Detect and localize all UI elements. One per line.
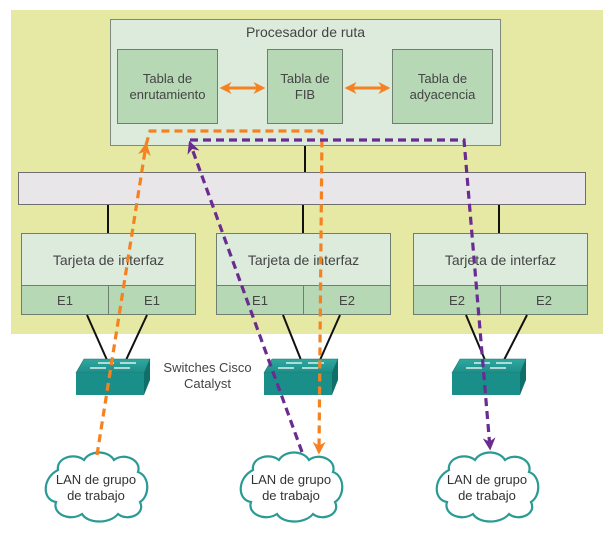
switch-1	[75, 358, 151, 395]
fib-table: Tabla de FIB	[267, 49, 343, 124]
purple-flow-up	[187, 140, 304, 453]
port-switch-link	[503, 314, 528, 361]
backplane-bus	[18, 172, 586, 205]
switch-side	[332, 359, 338, 395]
lan-cloud-1	[44, 451, 149, 523]
lan-cloud-3	[435, 451, 540, 523]
port: E1	[217, 286, 303, 314]
port: E2	[303, 286, 390, 314]
lan-cloud-2	[239, 451, 344, 523]
port: E1	[22, 286, 108, 314]
switch-3	[451, 358, 527, 395]
port: E2	[500, 286, 587, 314]
switch-front	[452, 373, 520, 395]
interface-card-1: Tarjeta de interfaz E1 E1	[21, 233, 196, 315]
switch-front	[76, 373, 144, 395]
switches-label: Switches Cisco Catalyst	[163, 360, 252, 391]
switch-side	[144, 359, 150, 395]
lan-cloud-label-2: LAN de grupo de trabajo	[250, 472, 332, 503]
routing-table: Tabla de enrutamiento	[117, 49, 218, 124]
switch-top	[263, 358, 339, 374]
lan-cloud-label-1: LAN de grupo de trabajo	[55, 472, 137, 503]
port-switch-link	[319, 314, 341, 361]
interface-card-3: Tarjeta de interfaz E2 E2	[413, 233, 588, 315]
port: E2	[414, 286, 500, 314]
interface-card-label: Tarjeta de interfaz	[52, 252, 165, 268]
connector-lines	[86, 146, 528, 361]
adjacency-table: Tabla de adyacencia	[392, 49, 493, 124]
orange-flow-path	[144, 129, 326, 455]
orange-flow-up	[95, 142, 151, 456]
purple-flow-path	[190, 138, 496, 451]
interface-card-label: Tarjeta de interfaz	[247, 252, 360, 268]
port-switch-link	[86, 314, 108, 361]
lan-cloud-label-3: LAN de grupo de trabajo	[446, 472, 528, 503]
port-switch-link	[125, 314, 148, 361]
interface-card-2: Tarjeta de interfaz E1 E2	[216, 233, 391, 315]
cloud-shapes	[44, 451, 540, 523]
switch-side	[520, 359, 526, 395]
route-processor-title: Procesador de ruta	[245, 24, 366, 40]
switch-top	[451, 358, 527, 374]
port-switch-link	[282, 314, 302, 361]
